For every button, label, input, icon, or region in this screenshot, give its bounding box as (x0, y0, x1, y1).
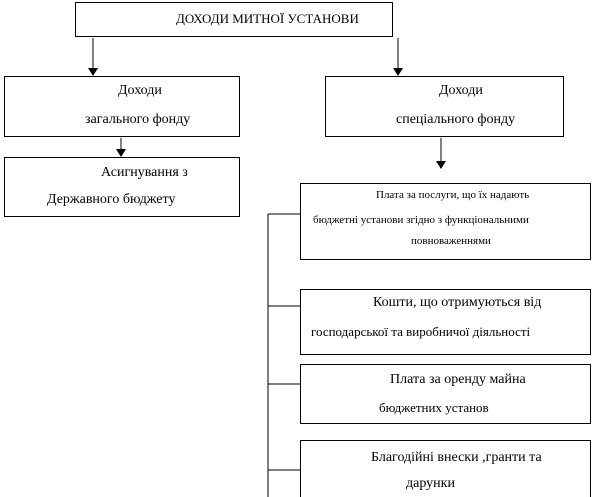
assignment-line1: Асигнування з (101, 165, 188, 180)
special-item-economic-activity-box: Кошти, що отримуються від господарської … (300, 289, 591, 355)
special-fund-box: Доходи спеціального фонду (325, 76, 564, 137)
special-item-property-rent-box: Плата за оренду майна бюджетних установ (300, 364, 591, 424)
special-item-services-box: Плата за послуги, що їх надають бюджетні… (300, 183, 591, 260)
general-fund-line2: загального фонду (85, 112, 191, 127)
services-line3: повноваженнями (411, 235, 491, 247)
assignment-line2: Державного бюджету (47, 192, 176, 207)
donations-line2: дарунки (406, 476, 455, 491)
general-fund-line1: Доходи (118, 83, 162, 98)
services-line2: бюджетні установи згідно з функціональни… (313, 214, 529, 226)
general-fund-box: Доходи загального фонду (4, 76, 240, 137)
root-box-customs-revenue: ДОХОДИ МИТНОЇ УСТАНОВИ (75, 2, 393, 37)
special-fund-line2: спеціального фонду (396, 112, 516, 127)
state-budget-assignment-box: Асигнування з Державного бюджету (4, 157, 240, 217)
property-rent-line2: бюджетних установ (379, 400, 489, 415)
donations-line1: Благодійні внески ,гранти та (371, 450, 542, 465)
special-item-donations-box: Благодійні внески ,гранти та дарунки (300, 440, 591, 497)
special-fund-line1: Доходи (439, 83, 483, 98)
economic-activity-line2: господарської та виробничої діяльності (311, 324, 531, 339)
services-line1: Плата за послуги, що їх надають (376, 189, 530, 201)
root-title: ДОХОДИ МИТНОЇ УСТАНОВИ (176, 11, 359, 26)
property-rent-line1: Плата за оренду майна (390, 372, 526, 387)
economic-activity-line1: Кошти, що отримуються від (373, 295, 542, 310)
